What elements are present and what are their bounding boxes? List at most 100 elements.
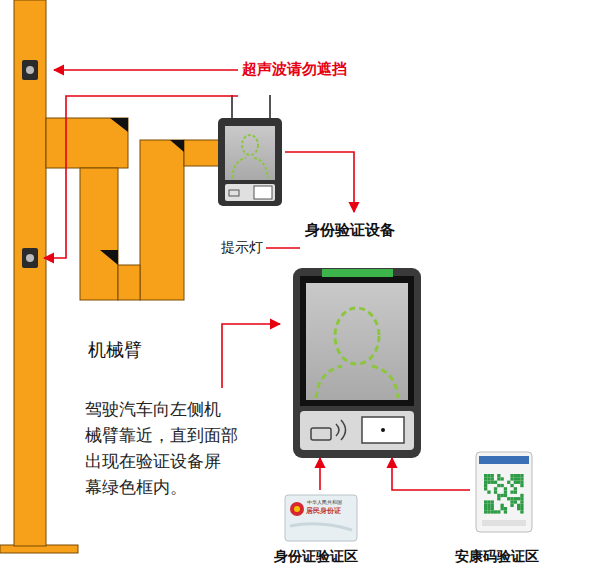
qr-code xyxy=(484,474,524,514)
small-device-panel xyxy=(225,184,275,201)
qr-cell xyxy=(514,500,517,503)
qr-cell xyxy=(507,497,510,500)
qr-cell xyxy=(517,497,520,500)
qr-cell xyxy=(514,487,517,490)
qr-cell xyxy=(487,474,490,477)
qr-cell xyxy=(484,477,487,480)
qr-cell xyxy=(510,484,513,487)
qr-cell xyxy=(501,494,504,497)
sensor-lens xyxy=(26,66,34,74)
arm-shadow xyxy=(110,118,128,132)
qr-cell xyxy=(520,477,523,480)
scanner-window xyxy=(254,186,272,199)
device-body xyxy=(293,268,421,458)
leader-line xyxy=(266,247,300,249)
phone-footer xyxy=(482,520,526,526)
qr-cell xyxy=(520,481,523,484)
device-bezel xyxy=(300,276,414,406)
qr-cell xyxy=(520,484,523,487)
antenna xyxy=(231,95,233,118)
ultrasonic-sensor xyxy=(22,60,38,80)
qr-cell xyxy=(491,507,494,510)
qr-cell xyxy=(504,507,507,510)
qr-cell xyxy=(497,484,500,487)
qr-cell xyxy=(487,481,490,484)
arm-bracket xyxy=(46,118,128,168)
qr-cell xyxy=(494,487,497,490)
leader-arrow xyxy=(54,69,238,71)
zone-label: 安康码验证区 xyxy=(455,548,539,565)
arm-joint xyxy=(118,265,140,300)
qr-cell xyxy=(504,510,507,513)
qr-cell xyxy=(501,477,504,480)
qr-cell xyxy=(510,500,513,503)
warning-note: 超声波请勿遮挡 xyxy=(242,60,347,78)
leader-arrow xyxy=(392,458,470,490)
qr-cell xyxy=(514,481,517,484)
qr-cell xyxy=(517,507,520,510)
id-card xyxy=(285,495,357,541)
qr-cell xyxy=(501,484,504,487)
arm-shadow xyxy=(100,250,118,265)
leader-arrow xyxy=(319,458,321,490)
qr-cell xyxy=(497,474,500,477)
small-device-body xyxy=(218,118,282,206)
qr-cell xyxy=(497,494,500,497)
national-emblem-star xyxy=(294,506,300,512)
qr-cell xyxy=(510,504,513,507)
card-icon xyxy=(311,428,331,440)
sensor-lens xyxy=(26,254,34,262)
qr-cell xyxy=(484,510,487,513)
device-label: 身份验证设备 xyxy=(305,221,395,239)
qr-cell xyxy=(520,510,523,513)
qr-cell xyxy=(507,481,510,484)
antenna xyxy=(269,95,271,118)
qr-cell xyxy=(520,500,523,503)
qr-cell xyxy=(514,477,517,480)
device-screen xyxy=(306,283,408,400)
card-text: 中华人民共和国 xyxy=(307,499,342,505)
qr-cell xyxy=(510,474,513,477)
qr-cell xyxy=(517,477,520,480)
qr-cell xyxy=(497,510,500,513)
qr-cell xyxy=(484,474,487,477)
qr-cell xyxy=(520,507,523,510)
qr-cell xyxy=(510,491,513,494)
qr-cell xyxy=(520,497,523,500)
zone-label: 身份证验证区 xyxy=(274,548,358,565)
arm-left-leg xyxy=(80,168,118,300)
qr-cell xyxy=(484,500,487,503)
qr-cell xyxy=(491,504,494,507)
indicator-lamp xyxy=(322,269,393,277)
instruction-note: 驾驶汽车向左侧机 械臂靠近，直到面部 出现在验证设备屏 幕绿色框内。 xyxy=(85,396,253,500)
qr-cell xyxy=(487,477,490,480)
qr-cell xyxy=(484,487,487,490)
leader-arrow xyxy=(222,324,280,388)
qr-cell xyxy=(514,474,517,477)
qr-cell xyxy=(517,474,520,477)
qr-cell xyxy=(501,507,504,510)
leader-arrow xyxy=(285,152,354,212)
qr-cell xyxy=(501,504,504,507)
leader-arrow xyxy=(44,96,238,258)
qr-cell xyxy=(494,491,497,494)
qr-cell xyxy=(520,494,523,497)
qr-cell xyxy=(491,510,494,513)
qr-cell xyxy=(517,504,520,507)
qr-cell xyxy=(510,497,513,500)
card-title: 居民身份证 xyxy=(306,507,341,515)
qr-cell xyxy=(514,491,517,494)
small-device-screen xyxy=(225,126,275,180)
card-icon xyxy=(229,190,239,196)
lamp-label: 提示灯 xyxy=(221,239,263,256)
qr-cell xyxy=(491,474,494,477)
qr-cell xyxy=(497,497,500,500)
qr-cell xyxy=(514,497,517,500)
pole xyxy=(14,0,46,546)
qr-cell xyxy=(491,477,494,480)
phone xyxy=(476,452,532,532)
face-frame xyxy=(316,366,398,398)
qr-cell xyxy=(504,494,507,497)
